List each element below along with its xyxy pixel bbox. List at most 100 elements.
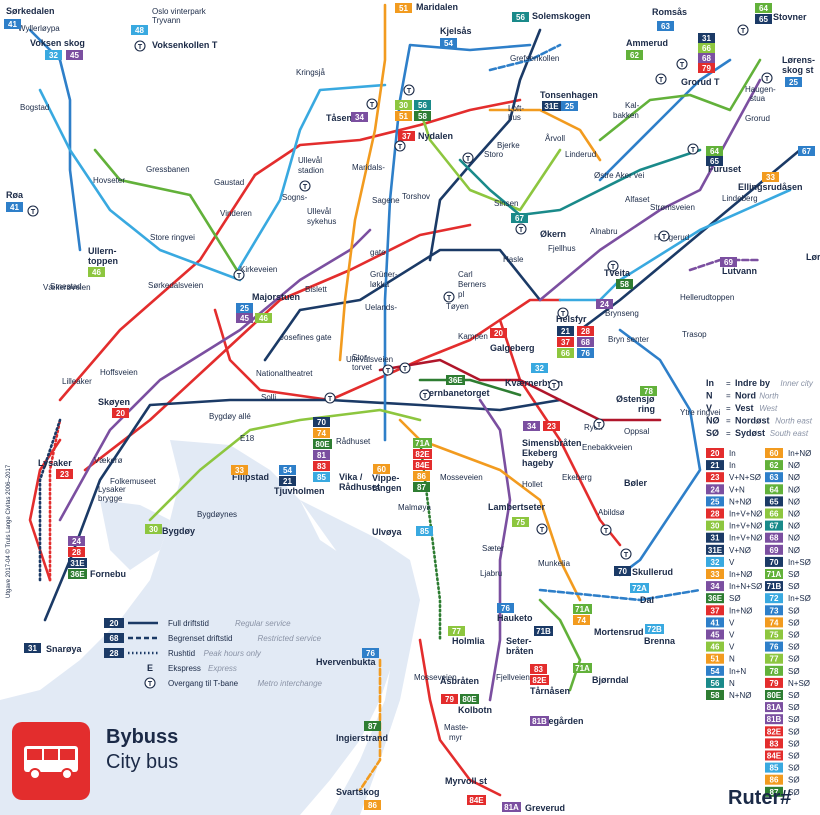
route-badge-number: 72A xyxy=(632,584,647,593)
route-number: 85 xyxy=(770,764,779,773)
route-badge-box xyxy=(596,299,613,309)
route-number: 68 xyxy=(770,534,779,543)
zone-name-en: West xyxy=(759,404,778,413)
route-badge-box xyxy=(414,100,431,110)
place-label: Voksen skog xyxy=(30,38,85,48)
route-badge-box xyxy=(56,469,73,479)
place-label: Grorud xyxy=(745,114,770,123)
svg-text:=: = xyxy=(726,429,731,438)
place-label: Sogns- xyxy=(282,193,308,202)
route-badge: 81B xyxy=(530,716,549,726)
route-badge: 32 xyxy=(531,363,548,373)
place-label: Romsås xyxy=(652,7,687,17)
route-badge-box xyxy=(577,348,594,358)
svg-text:T: T xyxy=(624,552,629,559)
route-number: 28 xyxy=(711,510,720,519)
route-badge-number: 36E xyxy=(70,570,85,579)
route-zones: SØ xyxy=(729,594,741,603)
route-line xyxy=(253,98,522,177)
route-badge-number: 51 xyxy=(399,4,408,13)
route-badge: 20 xyxy=(112,408,129,418)
route-badge: 64 xyxy=(706,146,723,156)
route-badge-box xyxy=(561,101,578,111)
route-badge-number: 56 xyxy=(418,101,427,110)
place-label: Ulvøya xyxy=(372,527,403,537)
place-label: Ullevålsveien xyxy=(346,355,393,364)
route-badge: 71A xyxy=(573,663,592,673)
place-label: Maridalen xyxy=(416,2,458,12)
route-badge-box xyxy=(6,202,23,212)
route-number: 87 xyxy=(770,788,779,797)
route-badge-box xyxy=(68,558,87,568)
place-label: Snarøya xyxy=(46,644,83,654)
route-number: 56 xyxy=(711,679,720,688)
route-number: 86 xyxy=(770,776,779,785)
route-zones: V xyxy=(729,618,735,627)
route-badge: 86 xyxy=(364,800,381,810)
route-line xyxy=(378,358,662,422)
route-zones: In+NØ xyxy=(729,570,752,579)
svg-text:T: T xyxy=(691,147,696,154)
route-badge: 72A xyxy=(630,583,649,593)
place-label: Kjelsås xyxy=(440,26,472,36)
route-badge-number: 84E xyxy=(469,796,484,805)
route-line xyxy=(263,248,542,362)
place-label: Lutvann xyxy=(722,266,757,276)
route-badge-number: 75 xyxy=(516,518,525,527)
route-number: 74 xyxy=(770,618,779,627)
route-badge: 46 xyxy=(88,267,105,277)
zone-name-en: South east xyxy=(770,429,809,438)
place-label: Kringsjå xyxy=(296,68,325,77)
route-badge-box xyxy=(413,460,432,470)
route-badge-box xyxy=(490,328,507,338)
place-label: Strømsveien xyxy=(650,203,695,212)
svg-text:T: T xyxy=(303,184,308,191)
route-badge: 45 xyxy=(66,50,83,60)
place-label: Mortensrud xyxy=(594,627,644,637)
route-lines xyxy=(28,3,802,797)
place-label: Abildsø xyxy=(598,508,625,517)
route-zones: SØ xyxy=(788,667,800,676)
route-zones: SØ xyxy=(788,727,800,736)
route-number: 78 xyxy=(770,667,779,676)
metro-icon: T xyxy=(548,379,560,391)
place-label: Bjørndal xyxy=(592,675,629,685)
route-badge: 86 xyxy=(413,471,430,481)
route-badge: 21 xyxy=(279,476,296,486)
route-badge: 58 xyxy=(414,111,431,121)
metro-icon: T xyxy=(299,180,311,192)
place-label: Oppsal xyxy=(624,427,650,436)
route-badge-box xyxy=(557,326,574,336)
route-badge: 87 xyxy=(364,721,381,731)
route-badge-box xyxy=(523,421,540,431)
route-badge-number: 86 xyxy=(368,801,377,810)
metro-icon: T xyxy=(443,291,455,303)
place-label: Ullern- xyxy=(88,246,117,256)
route-badge-number: 46 xyxy=(259,314,268,323)
route-number: 36E xyxy=(708,594,723,603)
route-badge-box xyxy=(512,517,529,527)
place-label: Vika / xyxy=(339,472,363,482)
route-number: 73 xyxy=(770,606,779,615)
metro-icon: T xyxy=(233,269,245,281)
route-zones: In+NØ xyxy=(729,606,752,615)
metro-icon: T xyxy=(737,24,749,36)
route-badge: 78 xyxy=(640,386,657,396)
route-zones: SØ xyxy=(788,703,800,712)
route-badge-number: 62 xyxy=(630,51,639,60)
route-badge: 30 xyxy=(145,524,162,534)
route-badge-box xyxy=(614,566,631,576)
route-badge-box xyxy=(313,461,330,471)
route-badge: 79 xyxy=(698,63,715,73)
route-zones: In+SØ xyxy=(788,558,811,567)
route-number: 83 xyxy=(770,739,779,748)
route-line xyxy=(233,83,387,277)
